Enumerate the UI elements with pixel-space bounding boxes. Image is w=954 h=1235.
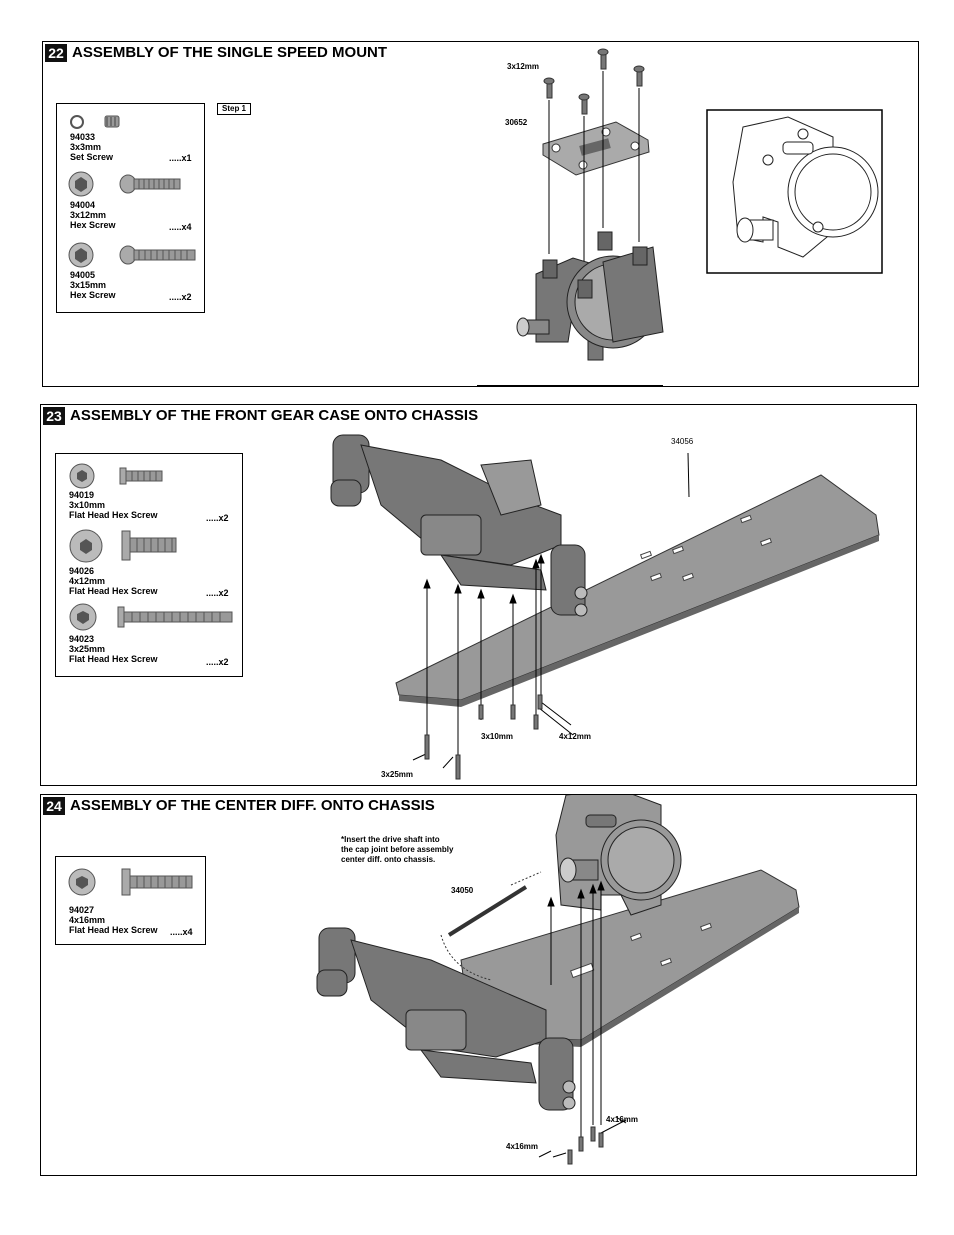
step-title: ASSEMBLY OF THE SINGLE SPEED MOUNT — [72, 44, 388, 61]
step-number: 24 — [43, 797, 65, 815]
step-number: 22 — [45, 44, 67, 62]
part-name: Flat Head Hex Screw — [69, 586, 158, 596]
part-code: 94019 — [69, 490, 95, 500]
step-title: ASSEMBLY OF THE FRONT GEAR CASE ONTO CHA… — [70, 407, 479, 424]
divider-line — [477, 385, 663, 387]
part-size: 3x12mm — [70, 210, 107, 220]
part-info: 94027 4x16mm Flat Head Hex Screw — [69, 905, 158, 935]
part-size: 4x12mm — [69, 576, 106, 586]
part-code: 94004 — [70, 200, 96, 210]
parts-illustrations — [68, 868, 193, 896]
part-size: 3x3mm — [70, 142, 102, 152]
single-speed-mount-illustration — [516, 48, 883, 361]
part-code: 94027 — [69, 905, 95, 915]
part-size: 4x16mm — [69, 915, 106, 925]
part-name: Hex Screw — [70, 220, 116, 230]
note-line: the cap joint before assembly — [341, 845, 454, 854]
part-name: Hex Screw — [70, 290, 116, 300]
part-name: Flat Head Hex Screw — [69, 654, 158, 664]
part-number-label: 34056 — [671, 437, 694, 446]
part-info: 94005 3x15mm Hex Screw — [70, 270, 116, 300]
part-qty: .....x2 — [169, 292, 192, 302]
part-code: 94033 — [70, 132, 96, 142]
part-info: 94033 3x3mm Set Screw — [70, 132, 113, 162]
step-23-panel: 23 ASSEMBLY OF THE FRONT GEAR CASE ONTO … — [40, 404, 917, 786]
part-name: Flat Head Hex Screw — [69, 510, 158, 520]
center-diff-illustration — [316, 795, 800, 1165]
part-size: 3x25mm — [69, 644, 106, 654]
part-qty: .....x4 — [170, 927, 193, 937]
parts-illustrations — [69, 463, 233, 631]
part-number-label: 30652 — [505, 118, 528, 127]
part-code: 94005 — [70, 270, 96, 280]
screw-label-4x16: 4x16mm — [606, 1115, 639, 1124]
part-name: Flat Head Hex Screw — [69, 925, 158, 935]
step-24-panel: 24 ASSEMBLY OF THE CENTER DIFF. ONTO CHA… — [40, 794, 917, 1176]
parts-list: 94033 3x3mm Set Screw .....x1 94004 3x12… — [56, 103, 205, 313]
part-qty: .....x4 — [169, 222, 192, 232]
note-line: center diff. onto chassis. — [341, 855, 436, 864]
part-info: 94019 3x10mm Flat Head Hex Screw — [69, 490, 158, 520]
step-number: 23 — [43, 407, 65, 425]
part-name: Set Screw — [70, 152, 114, 162]
part-qty: .....x2 — [206, 657, 229, 667]
part-number-label: 34050 — [451, 886, 474, 895]
part-qty: .....x2 — [206, 513, 229, 523]
step-title: ASSEMBLY OF THE CENTER DIFF. ONTO CHASSI… — [70, 797, 435, 814]
step-tag: Step 1 — [217, 103, 252, 115]
part-code: 94023 — [69, 634, 95, 644]
note-line: *Insert the drive shaft into — [341, 835, 440, 844]
parts-illustrations — [68, 115, 196, 268]
screw-label-3x10: 3x10mm — [481, 732, 514, 741]
part-size: 3x10mm — [69, 500, 106, 510]
parts-list: 94027 4x16mm Flat Head Hex Screw .....x4 — [55, 856, 206, 945]
parts-list: 94019 3x10mm Flat Head Hex Screw .....x2… — [55, 453, 243, 677]
part-qty: .....x2 — [206, 588, 229, 598]
screw-label-4x16: 4x16mm — [506, 1142, 539, 1151]
part-info: 94004 3x12mm Hex Screw — [70, 200, 116, 230]
part-info: 94026 4x12mm Flat Head Hex Screw — [69, 566, 158, 596]
screw-size-label: 3x12mm — [507, 62, 540, 71]
part-qty: .....x1 — [169, 153, 192, 163]
part-code: 94026 — [69, 566, 95, 576]
step-22-panel: 22 ASSEMBLY OF THE SINGLE SPEED MOUNT 94… — [42, 41, 919, 387]
front-gear-case-illustration — [330, 434, 880, 780]
part-size: 3x15mm — [70, 280, 107, 290]
part-info: 94023 3x25mm Flat Head Hex Screw — [69, 634, 158, 664]
screw-label-4x12: 4x12mm — [559, 732, 592, 741]
assembly-note: *Insert the drive shaft into the cap joi… — [341, 835, 453, 865]
screw-label-3x25: 3x25mm — [381, 770, 414, 779]
